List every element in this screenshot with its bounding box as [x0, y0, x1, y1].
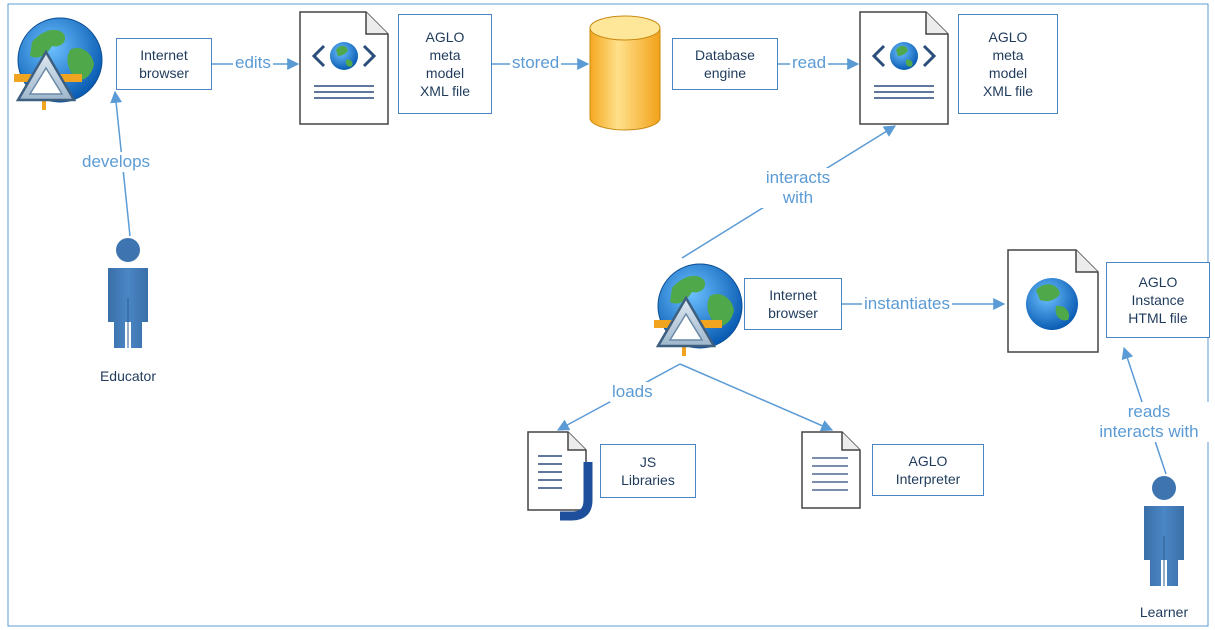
aglo-interpreter-box: AGLO Interpreter	[872, 444, 984, 496]
educator-browser-label-line-1: Internet	[140, 47, 188, 63]
develops-edge-label: develops	[80, 152, 153, 172]
interacts-with-label-line: interacts with	[1099, 422, 1199, 441]
interpreter-label-line-2: Interpreter	[895, 471, 961, 487]
aglo-instance-box: AGLO Instance HTML file	[1106, 262, 1210, 338]
educator-person-icon	[107, 237, 149, 349]
read-edge-label: read	[790, 53, 829, 73]
edits-edge-label: edits	[233, 53, 273, 73]
meta-model-2-label-line-2: meta	[992, 47, 1024, 63]
js-libraries-label-line-1: JS	[639, 454, 657, 470]
database-label-line-1: Database	[695, 47, 755, 63]
reads-interacts-edge-label: reads interacts with	[1086, 402, 1212, 442]
meta-model-xml-box-2: AGLO meta model XML file	[958, 14, 1058, 114]
instantiates-edge-label: instantiates	[862, 294, 952, 314]
center-browser-label-line-2: browser	[768, 305, 818, 321]
meta-model-label-line-1: AGLO	[425, 29, 465, 45]
learner-person-icon	[1143, 475, 1185, 587]
learner-label: Learner	[1139, 604, 1189, 620]
educator-label: Educator	[99, 368, 157, 384]
interacts-with-label-line-1: interacts	[765, 168, 831, 187]
instance-label-line-2: Instance	[1131, 292, 1185, 308]
loads-interpreter-arrow	[679, 363, 834, 432]
interpreter-document-icon	[801, 431, 861, 509]
loads-edge-label: loads	[610, 382, 655, 402]
meta-model-xml-box: AGLO meta model XML file	[398, 14, 492, 114]
stored-edge-label: stored	[510, 53, 562, 73]
meta-model-2-label-line-3: model	[988, 65, 1028, 81]
interacts-with-label-line-2: with	[782, 188, 814, 207]
js-libraries-box: JS Libraries	[600, 444, 696, 498]
js-libraries-label-line-2: Libraries	[621, 472, 675, 488]
meta-model-label-line-2: meta	[429, 47, 461, 63]
educator-browser-label-line-2: browser	[139, 65, 189, 81]
educator-browser-box: Internet browser	[116, 38, 212, 90]
database-cylinder-icon	[589, 15, 661, 131]
meta-model-2-label-line-4: XML file	[982, 83, 1034, 99]
center-browser-box: Internet browser	[744, 278, 842, 330]
database-engine-box: Database engine	[672, 38, 778, 90]
center-browser-label-line-1: Internet	[769, 287, 817, 303]
meta-model-label-line-3: model	[425, 65, 465, 81]
meta-model-xml-document-icon-2	[858, 10, 950, 126]
interpreter-label-line-1: AGLO	[908, 453, 948, 469]
interacts-with-edge-label: interacts with	[752, 168, 844, 208]
meta-model-label-line-4: XML file	[419, 83, 471, 99]
educator-browser-globe-icon	[12, 16, 104, 112]
html-instance-document-icon	[1007, 249, 1099, 353]
database-label-line-2: engine	[703, 65, 747, 81]
reads-label-line: reads	[1127, 402, 1171, 421]
js-document-icon	[527, 431, 593, 521]
instance-label-line-3: HTML file	[1128, 310, 1188, 326]
meta-model-2-label-line-1: AGLO	[988, 29, 1028, 45]
meta-model-xml-document-icon	[298, 10, 390, 126]
instance-label-line-1: AGLO	[1138, 274, 1178, 290]
center-browser-globe-icon	[652, 262, 744, 358]
